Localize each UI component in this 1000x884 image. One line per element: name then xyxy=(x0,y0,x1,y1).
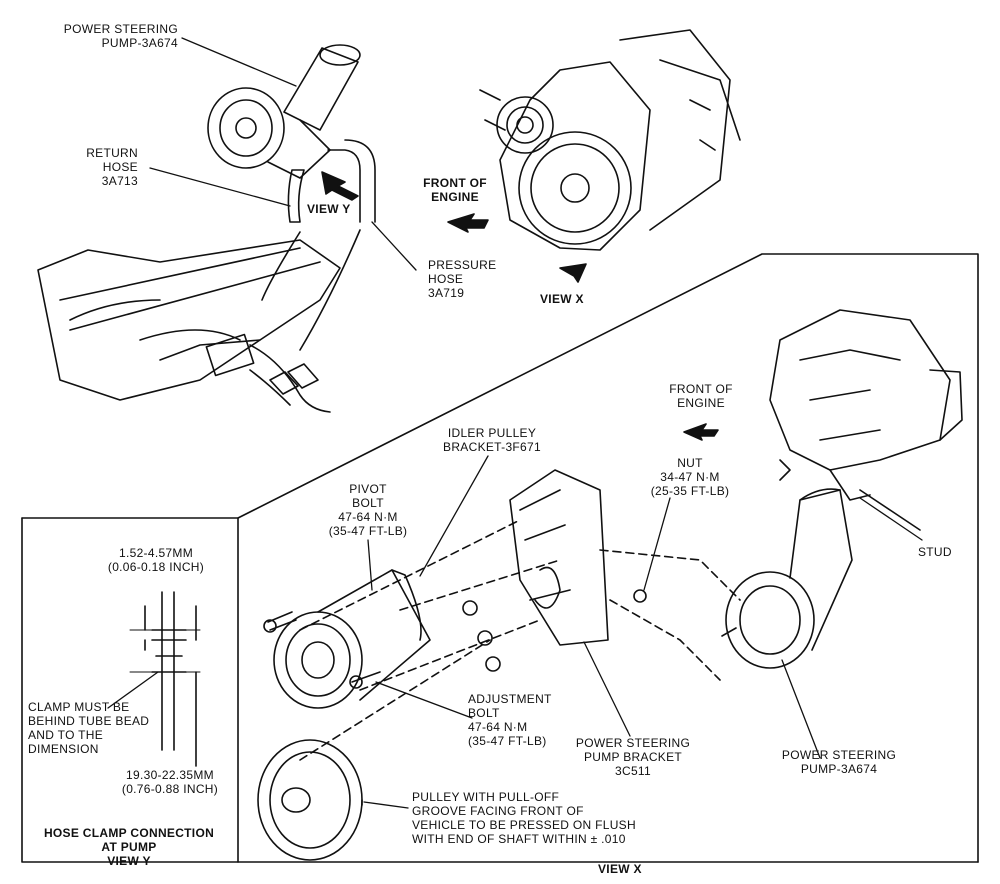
dimension-bottom-label: 19.30-22.35mm (0.76-0.88 INCH) xyxy=(121,768,219,796)
view-x-assembly xyxy=(257,309,963,861)
adjustment-bolt-label: ADJUSTMENT BOLT 47-64 N·m (35-47 FT-LB) xyxy=(468,692,552,748)
view-y-label: VIEW Y xyxy=(307,202,351,216)
idler-pulley-bracket-label: IDLER PULLEY BRACKET-3F671 xyxy=(443,426,541,454)
clamp-note: CLAMP MUST BE BEHIND TUBE BEAD AND TO TH… xyxy=(28,700,150,756)
front-engine-illustration xyxy=(479,29,741,251)
hose-clamp-detail xyxy=(129,591,201,767)
nut-label: NUT 34-47 N·m (25-35 FT-LB) xyxy=(650,456,730,498)
return-hose-label: RETURN HOSE 3A713 xyxy=(86,146,138,188)
pump-bracket-label: POWER STEERING PUMP BRACKET 3C511 xyxy=(575,736,691,778)
pulley-note: PULLEY WITH PULL-OFF GROOVE FACING FRONT… xyxy=(412,790,636,846)
pressure-hose-label: PRESSURE HOSE 3A719 xyxy=(428,258,497,300)
stud-label: STUD xyxy=(918,545,952,559)
view-x-frame xyxy=(21,253,979,863)
direction-arrows xyxy=(321,171,719,441)
dimension-top-label: 1.52-4.57mm (0.06-0.18 INCH) xyxy=(107,546,205,574)
view-x-top-label: VIEW X xyxy=(540,292,584,306)
pump-engine-illustration xyxy=(37,44,376,413)
power-steering-pump-bottom-label: POWER STEERING PUMP-3A674 xyxy=(781,748,897,776)
hose-clamp-caption: HOSE CLAMP CONNECTION AT PUMP VIEW Y xyxy=(43,826,215,868)
front-of-engine-top-label: FRONT OF ENGINE xyxy=(423,176,487,204)
power-steering-pump-top-label: POWER STEERING PUMP-3A674 xyxy=(63,22,178,50)
front-of-engine-right-label: FRONT OF ENGINE xyxy=(669,382,733,410)
view-x-caption: VIEW X xyxy=(598,862,642,876)
pivot-bolt-label: PIVOT BOLT 47-64 N·m (35-47 FT-LB) xyxy=(328,482,408,538)
leader-lines xyxy=(107,37,923,809)
